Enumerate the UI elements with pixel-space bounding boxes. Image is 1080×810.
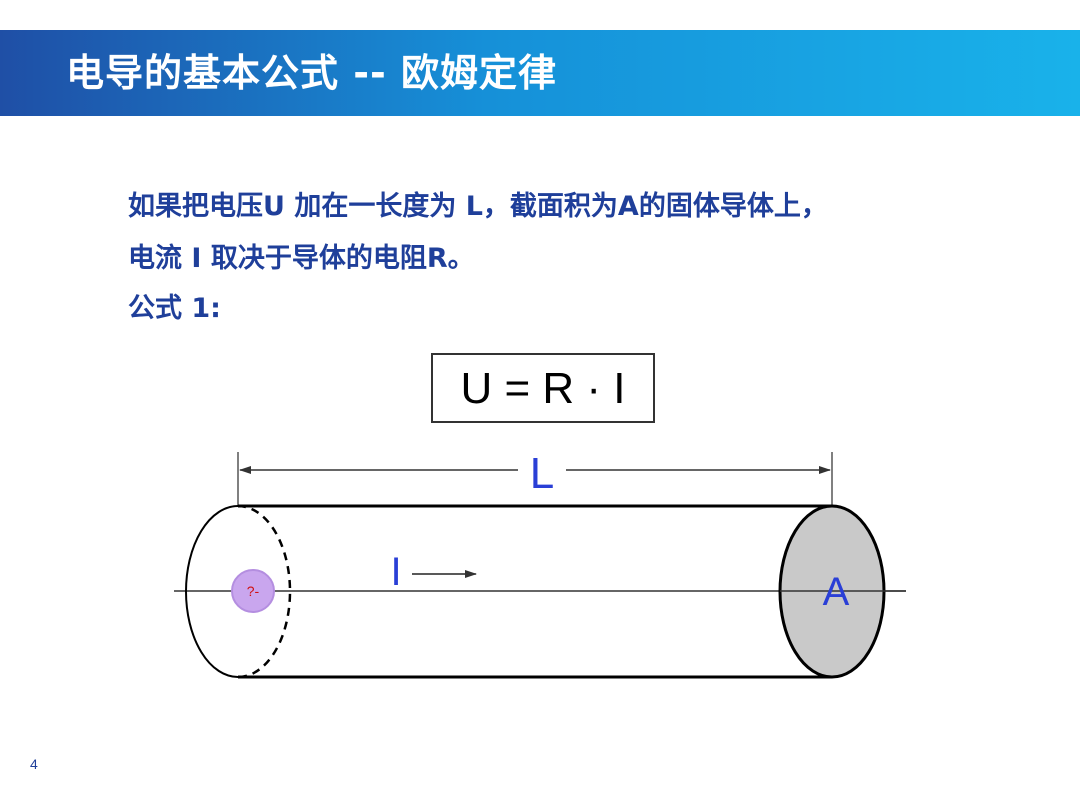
formula-box: U = R · I xyxy=(431,353,655,423)
title-bar: 电导的基本公式 -- 欧姆定律 xyxy=(0,30,1080,116)
charge-particle xyxy=(231,569,275,613)
body-line-1: 如果把电压U 加在一长度为 L，截面积为A的固体导体上， xyxy=(128,191,828,222)
body-line-2: 电流 I 取决于导体的电阻R。 xyxy=(128,243,475,274)
body-line-3: 公式 1: xyxy=(128,293,221,324)
charge-particle-label: ?- xyxy=(247,583,260,599)
area-label: A xyxy=(823,570,850,614)
current-label: I xyxy=(390,550,401,594)
page-number: 4 xyxy=(30,756,38,772)
slide-title: 电导的基本公式 -- 欧姆定律 xyxy=(66,51,558,95)
length-label: L xyxy=(530,449,554,498)
cylinder-left-end-front xyxy=(185,505,239,678)
